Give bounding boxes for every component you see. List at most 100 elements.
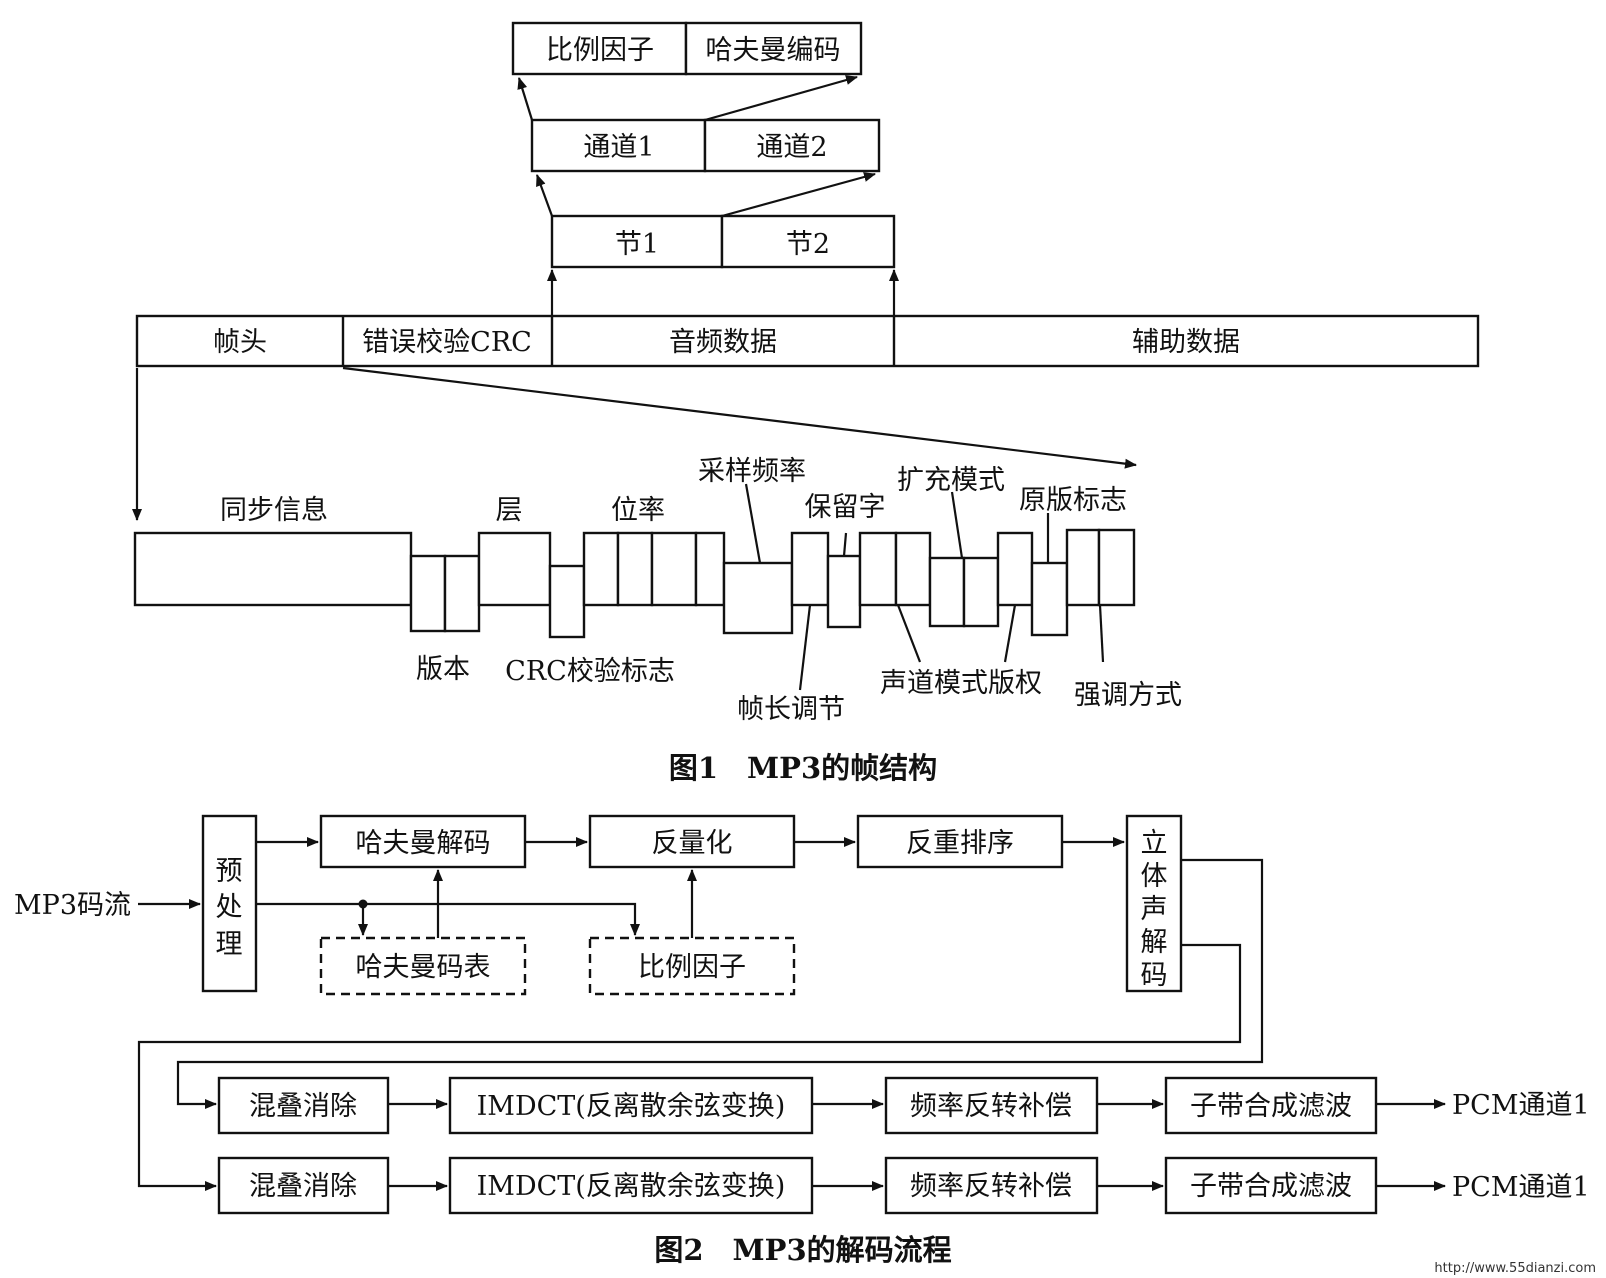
field-original — [1030, 561, 1069, 637]
label-sample-rate: 采样频率 — [698, 456, 806, 487]
frame-aux-label: 辅助数据 — [1132, 327, 1240, 358]
huffman-code-box — [684, 21, 863, 76]
figure2-caption: 图2 MP3的解码流程 — [654, 1233, 951, 1267]
section-row: 节1 节2 — [550, 214, 896, 269]
label-bitrate: 位率 — [611, 495, 665, 526]
section2-label: 节2 — [786, 229, 830, 260]
frame-header-label: 帧头 — [213, 327, 267, 358]
subband-label-1: 子带合成滤波 — [1190, 1091, 1352, 1122]
frame-audio-label: 音频数据 — [669, 327, 777, 358]
subband-box-1 — [1164, 1076, 1378, 1135]
imdct-box-1 — [448, 1076, 814, 1135]
label-emphasis: 强调方式 — [1074, 680, 1182, 711]
scale-factor-table-box — [588, 936, 796, 996]
pcm-out-label-2: PCM通道1 — [1452, 1172, 1590, 1203]
huffman-table-box — [319, 936, 527, 996]
label-channel-mode-copyright: 声道模式版权 — [880, 668, 1042, 699]
channel-row-2: 混叠消除 IMDCT(反离散余弦变换) 频率反转补偿 子带合成滤波 PCM通道1 — [217, 1156, 1590, 1215]
field-sample-rate — [722, 561, 794, 635]
subband-box-2 — [1164, 1156, 1378, 1215]
freq-inv-label-2: 频率反转补偿 — [910, 1171, 1072, 1202]
alias-box-1 — [217, 1076, 390, 1135]
header-expand-arrow-right — [342, 366, 1137, 469]
section1-label: 节1 — [615, 229, 659, 260]
preprocess-char-2: 处 — [216, 892, 243, 923]
dequantize-label: 反量化 — [652, 828, 733, 859]
preprocess-char-3: 理 — [216, 929, 243, 960]
watermark: http://www.55dianzi.com — [1434, 1261, 1596, 1276]
label-mode-ext: 扩充模式 — [897, 465, 1005, 496]
channel1-label: 通道1 — [583, 132, 654, 163]
field-bitrate-3 — [650, 531, 698, 607]
field-bitrate-1 — [582, 531, 620, 607]
field-reserved — [826, 554, 862, 629]
figure2: MP3码流 预 处 理 哈夫曼解码 反量化 反重排序 立 体 声 解 码 哈夫曼… — [14, 814, 1590, 1267]
channel-row: 通道1 通道2 — [530, 118, 881, 173]
label-crc-flag: CRC校验标志 — [505, 656, 675, 687]
stereo-char-1: 立 — [1141, 828, 1168, 859]
section1-box — [550, 214, 724, 269]
huffman-table-label: 哈夫曼码表 — [356, 952, 491, 983]
field-crc-flag — [548, 564, 586, 639]
huffman-decode-label: 哈夫曼解码 — [356, 828, 491, 859]
subband-label-2: 子带合成滤波 — [1190, 1171, 1352, 1202]
routing-lines — [137, 858, 1264, 1191]
pcm-out-label-1: PCM通道1 — [1452, 1090, 1590, 1121]
expansion-arrows — [517, 75, 899, 319]
reorder-label: 反重排序 — [906, 828, 1014, 859]
input-label: MP3码流 — [14, 890, 131, 921]
top-row: 比例因子 哈夫曼编码 — [511, 21, 863, 76]
frame-crc-label: 错误校验CRC — [362, 327, 532, 358]
figure1-caption: 图1 MP3的帧结构 — [669, 751, 937, 785]
field-emphasis-a — [1065, 528, 1101, 607]
channel2-box — [703, 118, 881, 173]
huffman-decode-box — [319, 814, 527, 869]
alias-label-2: 混叠消除 — [249, 1171, 357, 1202]
frame-bar — [135, 314, 1480, 368]
field-emphasis-b — [1097, 528, 1136, 607]
freq-inv-label-1: 频率反转补偿 — [910, 1091, 1072, 1122]
channel2-label: 通道2 — [756, 132, 827, 163]
dequantize-box — [588, 814, 796, 869]
section2-box — [720, 214, 896, 269]
field-mode-a — [858, 531, 898, 607]
field-layer — [477, 531, 552, 607]
header-fields — [133, 528, 1136, 639]
scale-factor-table-label: 比例因子 — [638, 952, 746, 983]
field-version-b — [443, 554, 481, 633]
label-sync: 同步信息 — [220, 495, 328, 526]
label-padding: 帧长调节 — [737, 694, 845, 725]
field-bitrate-2 — [616, 531, 654, 607]
stereo-char-4: 解 — [1141, 927, 1168, 958]
label-version: 版本 — [416, 654, 470, 685]
stereo-char-2: 体 — [1141, 861, 1168, 892]
stereo-char-3: 声 — [1141, 894, 1168, 925]
imdct-label-1: IMDCT(反离散余弦变换) — [477, 1091, 786, 1122]
channel1-box — [530, 118, 707, 173]
frame-row: 帧头 错误校验CRC 音频数据 辅助数据 — [135, 314, 1480, 368]
imdct-label-2: IMDCT(反离散余弦变换) — [477, 1171, 786, 1202]
scale-factor-label: 比例因子 — [546, 35, 654, 66]
stereo-decode-box — [1125, 814, 1183, 993]
huffman-code-label: 哈夫曼编码 — [706, 35, 841, 66]
preprocess-box — [201, 814, 258, 993]
stereo-char-5: 码 — [1141, 960, 1168, 991]
alias-label-1: 混叠消除 — [249, 1091, 357, 1122]
freq-inv-box-2 — [884, 1156, 1099, 1215]
channel-row-1: 混叠消除 IMDCT(反离散余弦变换) 频率反转补偿 子带合成滤波 PCM通道1 — [217, 1076, 1590, 1135]
scale-factor-box — [511, 21, 688, 76]
freq-inv-box-1 — [884, 1076, 1099, 1135]
figure1: 比例因子 哈夫曼编码 通道1 通道2 节1 节2 — [132, 21, 1480, 785]
imdct-box-2 — [448, 1156, 814, 1215]
field-mode-ext-b — [962, 556, 1000, 628]
field-version-a — [409, 554, 447, 633]
label-layer: 层 — [496, 495, 523, 526]
field-sync — [133, 531, 413, 607]
label-original: 原版标志 — [1019, 485, 1127, 516]
field-padding — [790, 531, 830, 607]
preprocess-char-1: 预 — [216, 856, 243, 887]
flow-arrows-top — [256, 837, 1125, 938]
leader-lines — [744, 483, 1105, 691]
field-labels: 同步信息 层 位率 采样频率 保留字 扩充模式 原版标志 版本 CRC校验标志 … — [220, 456, 1182, 725]
